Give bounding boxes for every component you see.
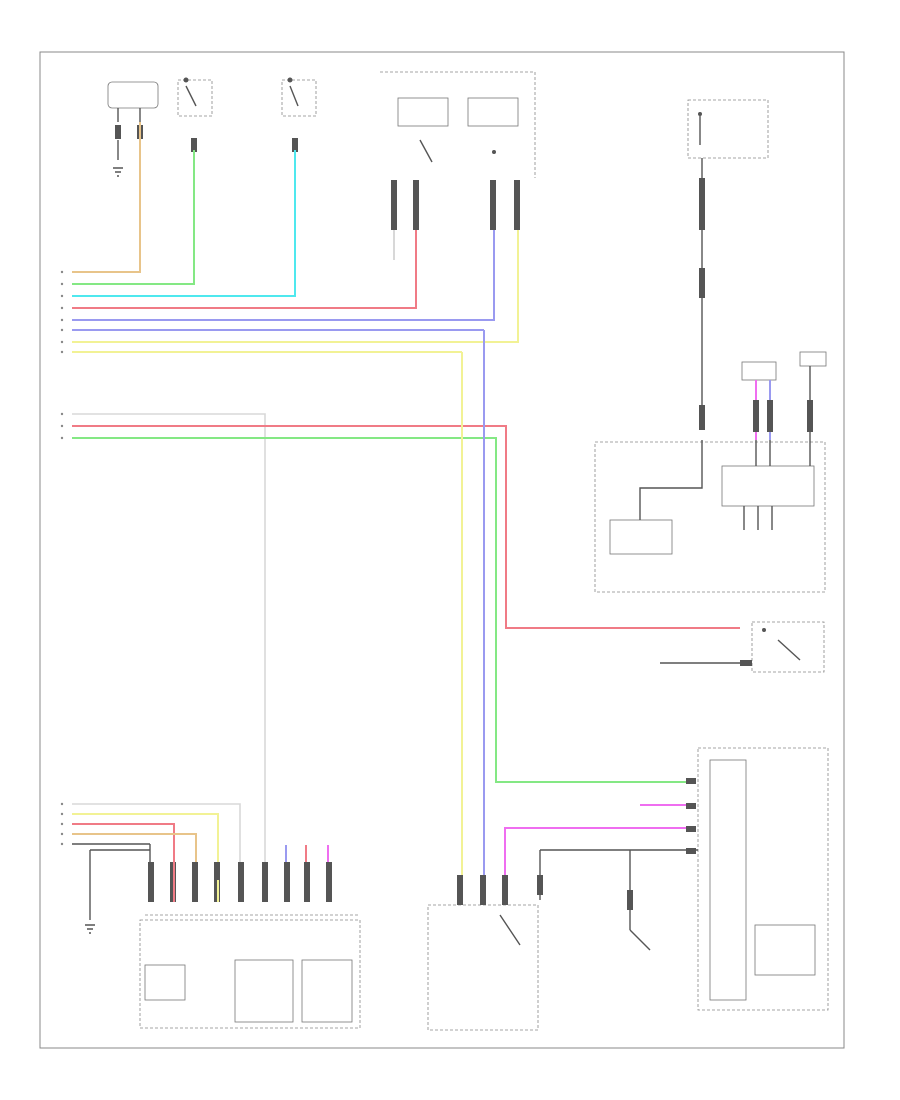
- diagram-frame: [39, 51, 845, 1049]
- wire-gray-mid: [72, 413, 266, 862]
- wire-orange: [72, 122, 141, 273]
- wire-group-top: [72, 122, 519, 353]
- power-control-module: [594, 440, 826, 593]
- wire-gray-bottom: [72, 803, 241, 862]
- component-top-left-sensor: [107, 81, 159, 177]
- wire-yellow-b1: [72, 813, 219, 862]
- wire-green-top: [72, 150, 195, 285]
- wire-orange-b1: [72, 833, 197, 862]
- wire-group-middle: [72, 330, 740, 875]
- wire-cyan: [72, 150, 296, 297]
- wire-blue-top: [72, 230, 495, 321]
- wire-magenta-2: [504, 827, 686, 875]
- wire-red-b1: [72, 823, 175, 862]
- bottom-connector-row: [145, 862, 508, 916]
- wire-red-top: [72, 230, 417, 309]
- bottom-center-module: [427, 904, 539, 1031]
- brake-switch: [660, 621, 825, 673]
- component-right-connectors: [741, 351, 827, 440]
- wire-green-mid: [72, 437, 686, 783]
- component-switch-2: [281, 77, 317, 152]
- component-switch-1: [177, 77, 213, 152]
- bottom-left-module: [85, 849, 361, 1029]
- wire-red-mid: [72, 425, 740, 629]
- wire-yellow-top: [72, 230, 519, 343]
- component-top-center-module: [380, 71, 536, 230]
- left-edge-wire-ends: [60, 270, 64, 846]
- component-top-right-fuse: [687, 99, 769, 430]
- junction-block: [537, 747, 829, 1011]
- wire-group-bottom: [72, 803, 686, 902]
